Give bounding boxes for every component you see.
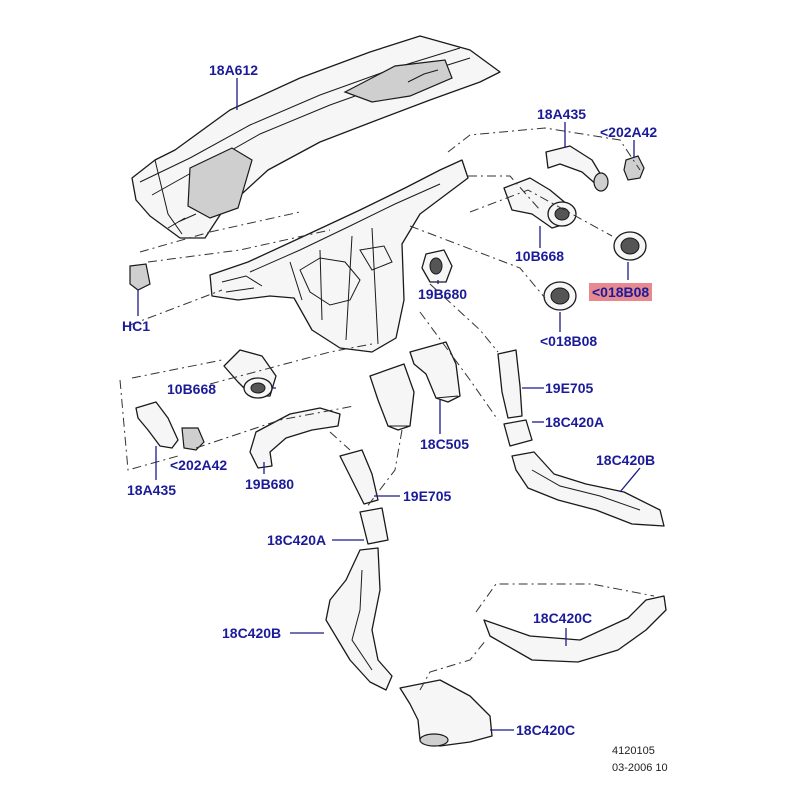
upper-rh-clip-part [623, 155, 645, 181]
lh-riser-part [339, 449, 379, 505]
lh-connector-part [359, 507, 389, 545]
rh-riser-part [497, 349, 523, 419]
label-rh-vent-bezel-highlighted: <018B08 [589, 283, 653, 301]
lh-vent-duct-part [223, 349, 277, 399]
lh-lower-duct-part [135, 401, 205, 451]
date-code: 03-2006 10 [612, 762, 668, 774]
label-lh-riser: 19E705 [403, 488, 452, 504]
rh-connector-part [503, 419, 533, 447]
label-lh-side-duct: 19B680 [245, 476, 295, 492]
label-lh-lower-duct: 18A435 [127, 482, 177, 498]
assembly-lines [119, 127, 655, 691]
label-center-connector: 18C505 [420, 436, 470, 452]
label-lh-vent-duct: 10B668 [167, 381, 217, 397]
label-rh-riser: 19E705 [545, 380, 594, 396]
rh-vent-bezel-lower-part [543, 281, 577, 311]
label-upper-rh-clip: <202A42 [600, 124, 658, 140]
label-rh-floor-duct: 18C420B [596, 452, 656, 468]
rear-duct-rh-part [483, 595, 667, 663]
label-rear-duct-rh: 18C420C [533, 610, 593, 626]
cross-car-structure [209, 159, 469, 353]
label-lh-floor-duct: 18C420B [222, 625, 282, 641]
label-rh-vent-duct: 10B668 [515, 248, 565, 264]
label-rh-vent-bezel: <018B08 [540, 333, 598, 349]
leader-lines [137, 78, 641, 731]
label-hc1-clip: HC1 [122, 318, 151, 334]
label-lh-connector: 18C420A [267, 532, 327, 548]
rh-vent-bezel-upper-part [613, 231, 647, 261]
label-rh-connector: 18C420A [545, 414, 605, 430]
center-connector-part [369, 341, 461, 431]
rh-vent-duct-part [503, 177, 577, 229]
center-vent-part [421, 249, 453, 283]
label-upper-rh-duct: 18A435 [537, 106, 587, 122]
hc1-clip-part [129, 263, 151, 291]
label-center-vent: 19B680 [418, 286, 468, 302]
label-lh-lower-clip: <202A42 [170, 457, 228, 473]
dash-panel-part [131, 35, 501, 239]
rear-duct-lh-part [399, 679, 493, 747]
rh-floor-duct-part [511, 451, 665, 527]
drawing-number: 4120105 [612, 745, 655, 757]
label-rear-duct-lh: 18C420C [516, 722, 576, 738]
label-dash-panel: 18A612 [209, 62, 259, 78]
upper-rh-duct-part [545, 145, 609, 192]
lh-side-duct-part [249, 407, 341, 469]
lh-floor-duct-part [325, 547, 393, 691]
